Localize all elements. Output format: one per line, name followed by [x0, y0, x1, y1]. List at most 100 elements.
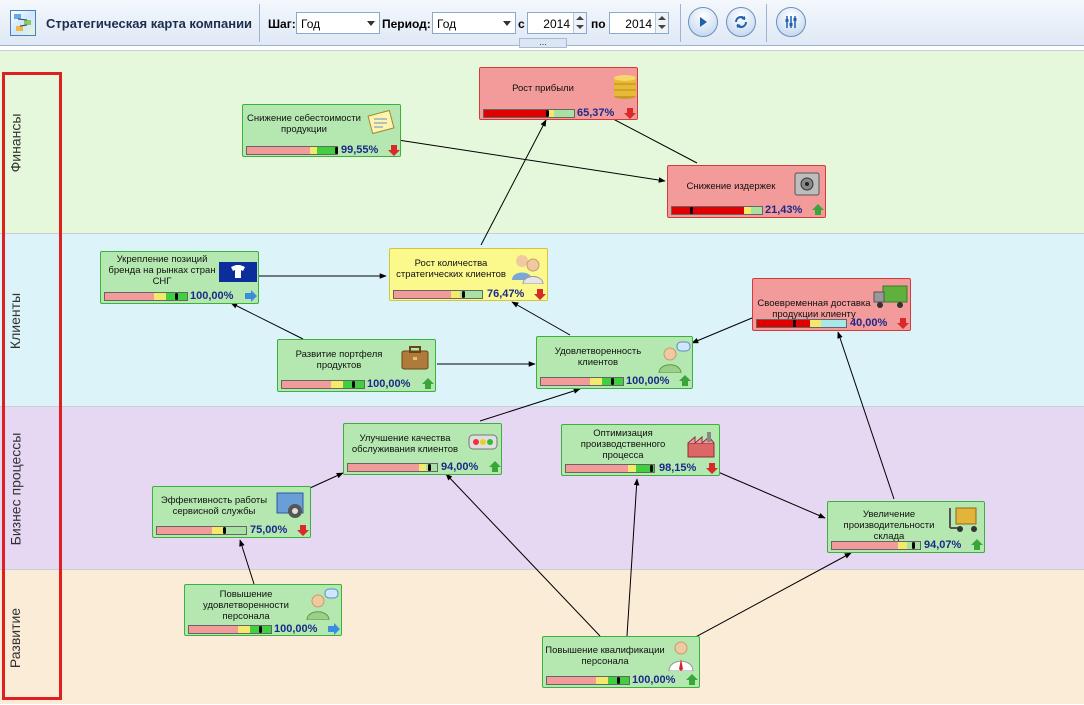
trend-up-icon: [971, 539, 983, 550]
trend-right-icon: [245, 290, 257, 302]
kpi-node-portfolio[interactable]: Развитие портфеля продуктов 100,00%: [277, 339, 436, 392]
settings-button[interactable]: [776, 7, 806, 37]
kpi-node-delivery[interactable]: Своевременная доставка продукции клиенту…: [752, 278, 911, 331]
kpi-progress-bar: [671, 206, 763, 215]
kpi-title: Рост прибыли: [512, 83, 574, 94]
spin-up-icon[interactable]: [658, 16, 666, 20]
trend-up-icon: [812, 204, 824, 215]
edge-line: [239, 539, 255, 585]
trend-up-icon: [686, 674, 698, 685]
play-button[interactable]: [688, 7, 718, 37]
forklift-icon: [948, 504, 982, 537]
kpi-title: Увеличение производительности склада: [843, 509, 935, 542]
refresh-icon: [735, 16, 747, 28]
chevron-down-icon[interactable]: [503, 21, 511, 26]
edge-line: [309, 472, 344, 489]
kpi-progress-bar: [540, 377, 624, 386]
shirt-icon: [219, 262, 257, 285]
spin-up-icon[interactable]: [576, 16, 584, 20]
trend-down-icon: [897, 318, 909, 329]
edge-line: [480, 119, 547, 246]
kpi-percent: 76,47%: [487, 288, 525, 300]
kpi-node-cost-reduction[interactable]: Снижение себестоимости продукции 99,55%: [242, 104, 401, 157]
kpi-node-profit[interactable]: Рост прибыли 65,37%: [479, 67, 638, 120]
band-labels-highlight: [2, 72, 62, 700]
edge-line: [626, 478, 640, 637]
trend-right-icon: [328, 623, 340, 635]
kpi-title: Улучшение качества обслуживания клиентов: [351, 433, 459, 455]
period-select[interactable]: Год: [432, 12, 516, 34]
toolbar-separator: [766, 4, 767, 42]
kpi-title: Своевременная доставка продукции клиенту: [757, 298, 871, 320]
from-label: с: [518, 17, 525, 31]
kpi-title: Рост количества стратегических клиентов: [396, 258, 506, 280]
factory-icon: [686, 431, 716, 462]
strategy-map-icon: [10, 10, 36, 36]
refresh-button[interactable]: [726, 7, 756, 37]
user-chat-icon: [305, 588, 339, 623]
user-chat-icon: [657, 341, 691, 376]
from-year-stepper[interactable]: 2014: [527, 12, 587, 34]
kpi-percent: 40,00%: [850, 317, 888, 329]
kpi-progress-bar: [483, 109, 575, 118]
kpi-node-staff-satisfaction[interactable]: Повышение удовлетворенности персонала 10…: [184, 584, 342, 636]
edge-line: [717, 471, 826, 519]
edge-line: [837, 331, 895, 500]
toolbar-grip[interactable]: ...: [519, 38, 567, 48]
truck-icon: [873, 284, 909, 313]
trend-down-icon: [388, 145, 400, 156]
kpi-node-production[interactable]: Оптимизация производственного процесса 9…: [561, 424, 720, 476]
toolbar: Стратегическая карта компании Шаг: Год П…: [0, 0, 1084, 48]
kpi-progress-bar: [281, 380, 365, 389]
briefcase-icon: [400, 345, 430, 374]
kpi-percent: 100,00%: [626, 375, 670, 387]
trend-down-icon: [706, 463, 718, 474]
kpi-progress-bar: [831, 541, 921, 550]
toolbar-separator: [259, 4, 260, 42]
kpi-node-service-efficiency[interactable]: Эффективность работы сервисной службы 75…: [152, 486, 311, 538]
spin-down-icon[interactable]: [658, 25, 666, 29]
doctor-icon: [667, 639, 697, 674]
kpi-percent: 94,00%: [441, 461, 479, 473]
chevron-down-icon[interactable]: [367, 21, 375, 26]
safe-icon: [792, 169, 822, 202]
kpi-node-satisfaction[interactable]: Удовлетворенность клиентов 100,00%: [536, 336, 693, 389]
from-year-value[interactable]: 2014: [543, 17, 570, 31]
kpi-progress-bar: [188, 625, 272, 634]
kpi-progress-bar: [756, 319, 847, 328]
to-year-value[interactable]: 2014: [625, 17, 652, 31]
step-value: Год: [301, 17, 321, 31]
kpi-node-strategic-clients[interactable]: Рост количества стратегических клиентов …: [389, 248, 548, 301]
edge-line: [397, 139, 666, 183]
kpi-progress-bar: [156, 526, 247, 535]
sliders-icon: [785, 16, 797, 28]
spin-down-icon[interactable]: [576, 25, 584, 29]
kpi-progress-bar: [104, 292, 188, 301]
kpi-percent: 100,00%: [274, 623, 318, 635]
step-select[interactable]: Год: [296, 12, 380, 34]
kpi-title: Снижение издержек: [686, 181, 776, 192]
edge-line: [691, 317, 753, 344]
trend-up-icon: [679, 375, 691, 386]
edge-line: [479, 388, 581, 422]
kpi-progress-bar: [546, 676, 630, 685]
kpi-node-expenses[interactable]: Снижение издержек 21,43%: [667, 165, 826, 218]
kpi-node-service-quality[interactable]: Улучшение качества обслуживания клиентов…: [343, 423, 502, 475]
coins-icon: [612, 70, 638, 103]
period-value: Год: [437, 17, 457, 31]
traffic-light-icon: [468, 434, 498, 453]
kpi-node-brand[interactable]: Укрепление позиций бренда на рынках стра…: [100, 251, 259, 304]
kpi-percent: 94,07%: [924, 539, 962, 551]
kpi-node-qualification[interactable]: Повышение квалификации персонала 100,00%: [542, 636, 700, 688]
to-year-stepper[interactable]: 2014: [609, 12, 669, 34]
edge-line: [689, 552, 852, 641]
toolbar-separator: [680, 4, 681, 42]
kpi-percent: 100,00%: [367, 378, 411, 390]
kpi-progress-bar: [565, 464, 655, 473]
users-icon: [511, 252, 545, 287]
kpi-node-warehouse[interactable]: Увеличение производительности склада 94,…: [827, 501, 985, 553]
step-label: Шаг:: [268, 17, 296, 31]
kpi-percent: 100,00%: [190, 290, 234, 302]
kpi-title: Укрепление позиций бренда на рынках стра…: [108, 254, 216, 287]
trend-down-icon: [624, 108, 636, 119]
